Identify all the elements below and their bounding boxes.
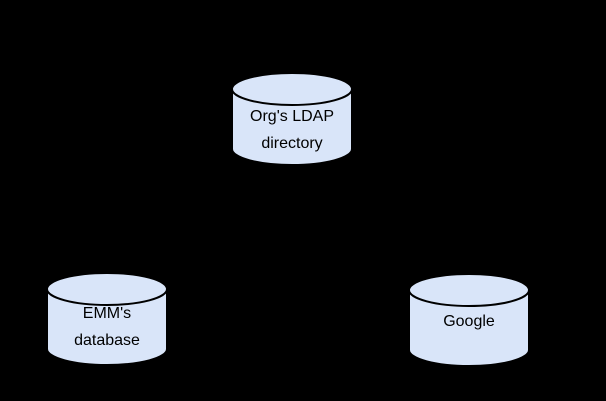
node-label: Org's LDAP directory <box>231 103 353 157</box>
node-label-line: database <box>74 332 140 349</box>
node-label-line: EMM's <box>82 305 132 322</box>
node-label: Google <box>408 308 530 335</box>
database-cylinder-icon <box>231 72 353 166</box>
node-emms-database: EMM's database <box>46 272 168 366</box>
node-label-line: Org's LDAP <box>250 108 334 125</box>
database-cylinder-icon <box>46 272 168 366</box>
node-orgs-ldap-directory: Org's LDAP directory <box>231 72 353 166</box>
database-cylinder-icon <box>408 273 530 367</box>
node-label-line: Google <box>443 313 495 330</box>
node-label-line: directory <box>261 135 323 152</box>
node-google: Google <box>408 273 530 367</box>
node-label: EMM's database <box>46 300 168 354</box>
